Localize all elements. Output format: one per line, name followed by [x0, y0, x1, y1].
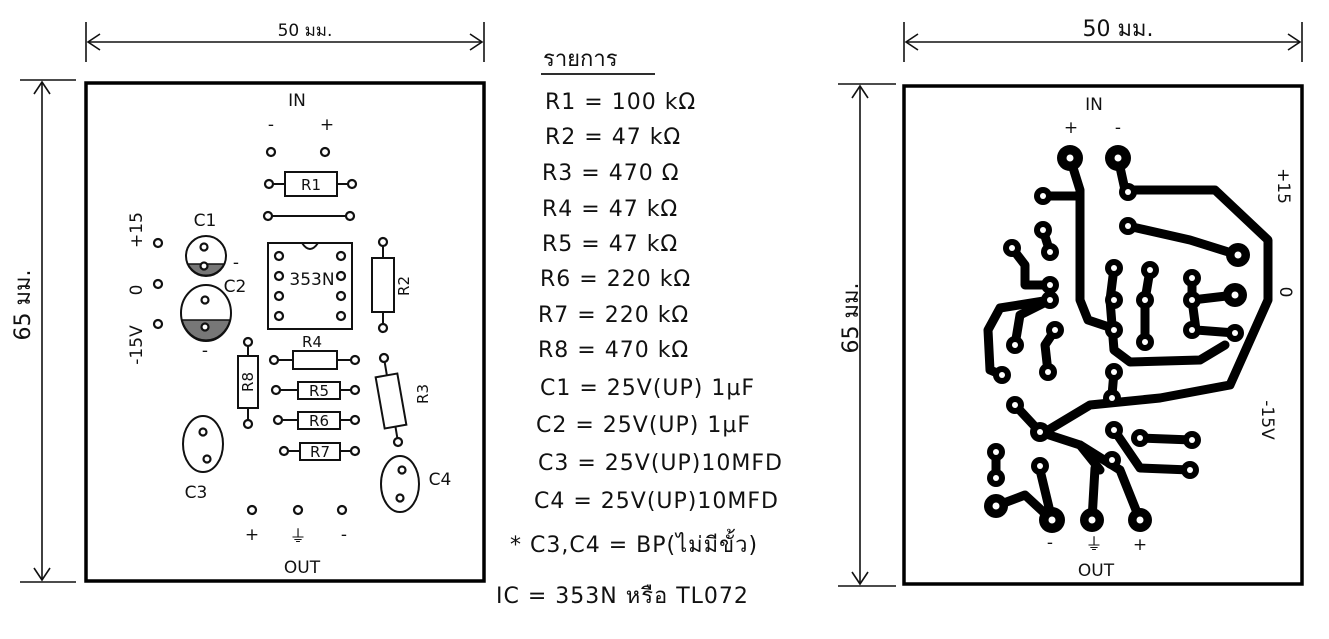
supply-pos-label: +15 — [1273, 168, 1293, 204]
parts-list-item: R4 = 47 kΩ — [542, 197, 678, 222]
out-minus-sign: - — [1047, 533, 1053, 553]
r8-label: R8 — [239, 372, 257, 392]
pad — [152, 318, 164, 330]
height-label: 65 มม. — [839, 283, 864, 354]
parts-list-heading: รายการ — [543, 47, 618, 72]
parts-list-item: R6 = 220 kΩ — [540, 267, 691, 292]
height-label: 65 มม. — [11, 270, 36, 341]
out-label: OUT — [1078, 561, 1115, 581]
parts-list-item: C1 = 25V(UP) 1µF — [540, 376, 755, 401]
parts-list: รายการ R1 = 100 kΩ R2 = 47 kΩ R3 = 470 Ω… — [496, 47, 783, 609]
r4-label: R4 — [302, 333, 322, 351]
supply-pos-label: +15 — [127, 212, 147, 248]
width-dimension-right: 50 มม. — [903, 17, 1303, 62]
resistor-r4: R4 — [268, 333, 361, 370]
supply-zero-label: 0 — [1275, 287, 1295, 298]
parts-list-item: C3 = 25V(UP)10MFD — [538, 451, 783, 476]
resistor-r6: R6 — [272, 411, 361, 430]
out-minus-sign: - — [341, 525, 347, 545]
r5-label: R5 — [309, 382, 329, 400]
out-plus-sign: + — [245, 525, 259, 545]
parts-list-item: R5 = 47 kΩ — [542, 232, 678, 257]
pad — [319, 146, 331, 158]
c3-label: C3 — [185, 483, 208, 503]
in-plus-sign: + — [1064, 118, 1078, 138]
ic-353n: 353N — [267, 242, 353, 330]
resistor-r8: R8 — [237, 336, 259, 430]
ic-label: 353N — [289, 270, 334, 290]
parts-list-item: * C3,C4 = BP(ไม่มีขั้ว) — [510, 529, 758, 558]
width-label: 50 มม. — [278, 21, 333, 41]
capacitor-c1: C1 - — [185, 211, 239, 277]
c4-label: C4 — [429, 470, 452, 490]
r3-label: R3 — [414, 384, 432, 404]
resistor-r3: R3 — [374, 352, 432, 448]
parts-list-item: R1 = 100 kΩ — [545, 90, 696, 115]
supply-neg-label: -15V — [1257, 400, 1277, 440]
c2-polarity: - — [202, 341, 208, 361]
resistor-r5: R5 — [270, 381, 361, 400]
capacitor-c2: C2 - — [180, 277, 247, 361]
width-label: 50 มม. — [1083, 17, 1154, 42]
r6-label: R6 — [309, 412, 329, 430]
in-plus-sign: + — [320, 115, 334, 135]
resistor-r7: R7 — [278, 442, 361, 461]
resistor-r1: R1 — [263, 171, 358, 197]
height-dimension-left: 65 มม. — [11, 79, 76, 583]
in-label: IN — [288, 91, 306, 111]
supply-neg-label: -15V — [127, 325, 147, 365]
jumper-wire — [262, 210, 356, 222]
capacitor-c4: C4 — [380, 455, 452, 513]
parts-list-item: C2 = 25V(UP) 1µF — [536, 413, 751, 438]
pad — [152, 237, 164, 249]
capacitor-c3: C3 — [182, 415, 224, 503]
copper-traces — [983, 153, 1273, 525]
out-plus-sign: + — [1133, 535, 1147, 555]
resistor-r2: R2 — [371, 236, 413, 334]
c1-label: C1 — [194, 211, 217, 231]
in-minus-sign: - — [268, 115, 274, 135]
pad — [292, 504, 304, 516]
width-dimension-left: 50 มม. — [85, 21, 485, 62]
copper-side-board: 50 มม. 65 มม. IN + - +15 0 -15V — [838, 17, 1304, 587]
r7-label: R7 — [310, 443, 330, 461]
pad — [265, 146, 277, 158]
c1-polarity: - — [233, 253, 239, 273]
copper-board-outline — [902, 84, 1304, 586]
ic-note: IC = 353N หรือ TL072 — [496, 584, 749, 609]
parts-list-item: R8 = 470 kΩ — [538, 338, 689, 363]
parts-list-item: R3 = 470 Ω — [542, 161, 680, 186]
parts-list-item: C4 = 25V(UP)10MFD — [534, 489, 779, 514]
supply-zero-label: 0 — [127, 285, 147, 296]
out-ground-icon: ⏚ — [290, 527, 307, 547]
height-dimension-right: 65 มม. — [838, 83, 896, 587]
pad — [246, 504, 258, 516]
r2-label: R2 — [395, 276, 413, 296]
component-side-board: 50 มม. 65 มม. IN - + R1 — [11, 21, 486, 583]
in-minus-sign: - — [1115, 118, 1121, 138]
out-ground-icon: ⏚ — [1086, 535, 1103, 555]
r1-label: R1 — [301, 176, 321, 194]
parts-list-item: R2 = 47 kΩ — [545, 125, 681, 150]
c2-label: C2 — [224, 277, 247, 297]
component-board-outline — [84, 81, 486, 583]
out-label: OUT — [284, 558, 321, 578]
in-label: IN — [1085, 95, 1103, 115]
pad — [336, 504, 348, 516]
copper-pads — [984, 145, 1250, 533]
parts-list-item: R7 = 220 kΩ — [538, 303, 689, 328]
pad — [152, 278, 164, 290]
